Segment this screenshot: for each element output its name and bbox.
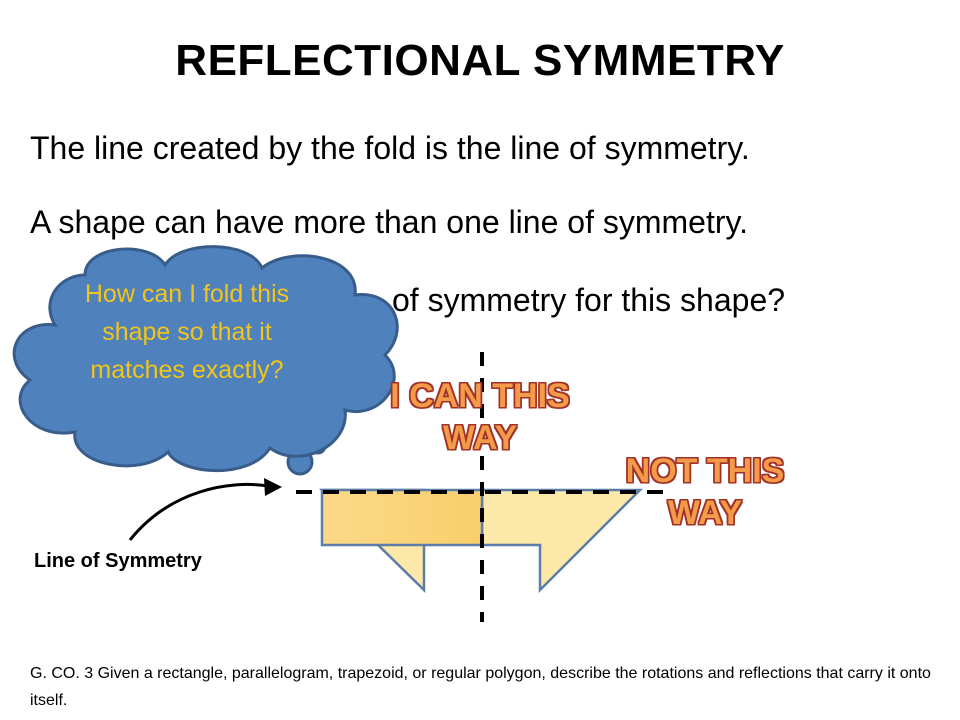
cloud-question-text: How can I fold this shape so that it mat… bbox=[84, 280, 290, 384]
line-of-symmetry-label: Line of Symmetry bbox=[34, 550, 202, 572]
stamp-not-this-way: NOT THIS WAY bbox=[625, 452, 785, 532]
cloud-callout-icon bbox=[12, 245, 399, 476]
statement-fold-line: The line created by the fold is the line… bbox=[30, 130, 750, 166]
question-lines-of-symmetry: of symmetry for this shape? bbox=[392, 282, 786, 318]
slide-title: REFLECTIONAL SYMMETRY bbox=[175, 36, 785, 85]
standard-footnote: G. CO. 3 Given a rectangle, parallelogra… bbox=[30, 665, 931, 709]
stamp-i-can-this-way: I CAN THIS WAY bbox=[390, 377, 570, 457]
statement-more-than-one: A shape can have more than one line of s… bbox=[30, 204, 749, 240]
shape-left-rect bbox=[320, 488, 484, 547]
curved-arrow-icon bbox=[128, 478, 282, 541]
